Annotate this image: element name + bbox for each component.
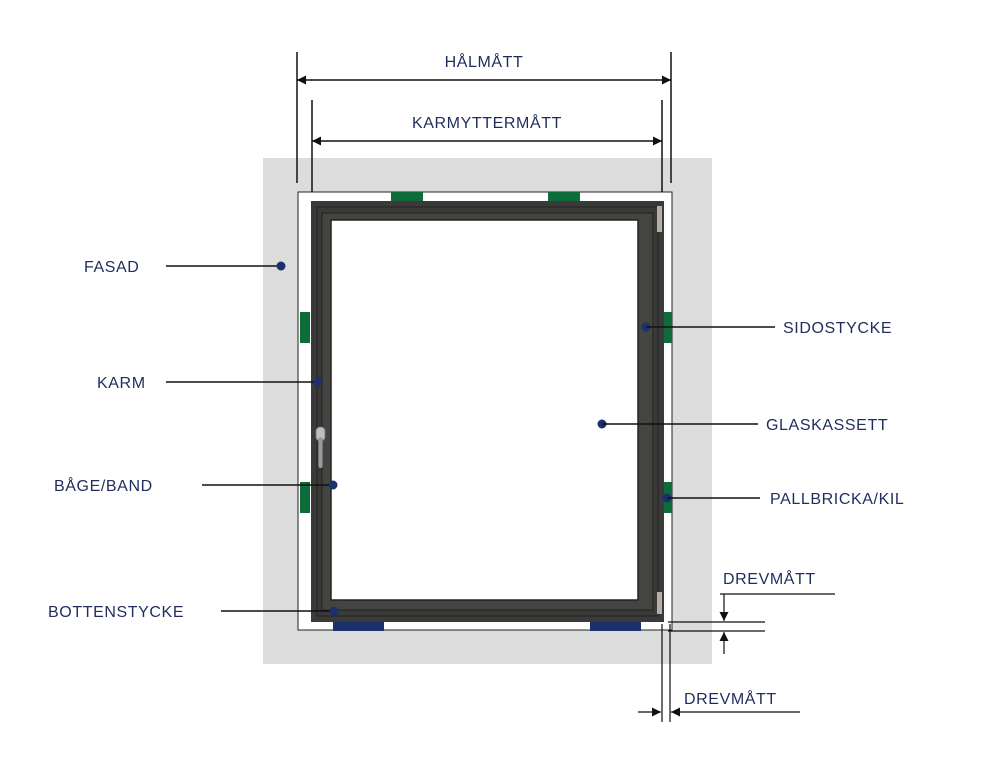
- shim-left-lower: [300, 482, 310, 513]
- bage-band-label: BÅGE/BAND: [54, 476, 153, 495]
- karm-label: KARM: [97, 375, 146, 392]
- shim-bottom-left: [333, 622, 384, 631]
- karm-dot: [313, 377, 323, 387]
- halmatt-label: HÅLMÅTT: [445, 52, 524, 71]
- drevmatt-bottom-label: DREVMÅTT: [723, 569, 816, 588]
- shim-left-upper: [300, 312, 310, 343]
- shim-top-right: [548, 192, 580, 201]
- shim-bottom-right: [590, 622, 641, 631]
- shim-top-left: [391, 192, 423, 201]
- hinge-top: [657, 206, 662, 232]
- frame-inner-line: [316, 206, 659, 617]
- pallbricka-kil-label: PALLBRICKA/KIL: [770, 491, 904, 508]
- bottenstycke-label: BOTTENSTYCKE: [48, 604, 184, 621]
- bottenstycke-dot: [329, 606, 339, 616]
- karmyttermatt-label: KARMYTTERMÅTT: [412, 113, 562, 132]
- bage-band-dot: [328, 480, 338, 490]
- drevmatt-side-label: DREVMÅTT: [684, 689, 777, 708]
- hinge-bottom: [657, 592, 662, 614]
- fasad-label: FASAD: [84, 259, 139, 276]
- window-handle-grip: [318, 437, 323, 469]
- glass-pane: [330, 219, 639, 601]
- fasad-dot: [276, 261, 286, 271]
- sidostycke-label: SIDOSTYCKE: [783, 320, 892, 337]
- glaskassett-label: GLASKASSETT: [766, 417, 888, 434]
